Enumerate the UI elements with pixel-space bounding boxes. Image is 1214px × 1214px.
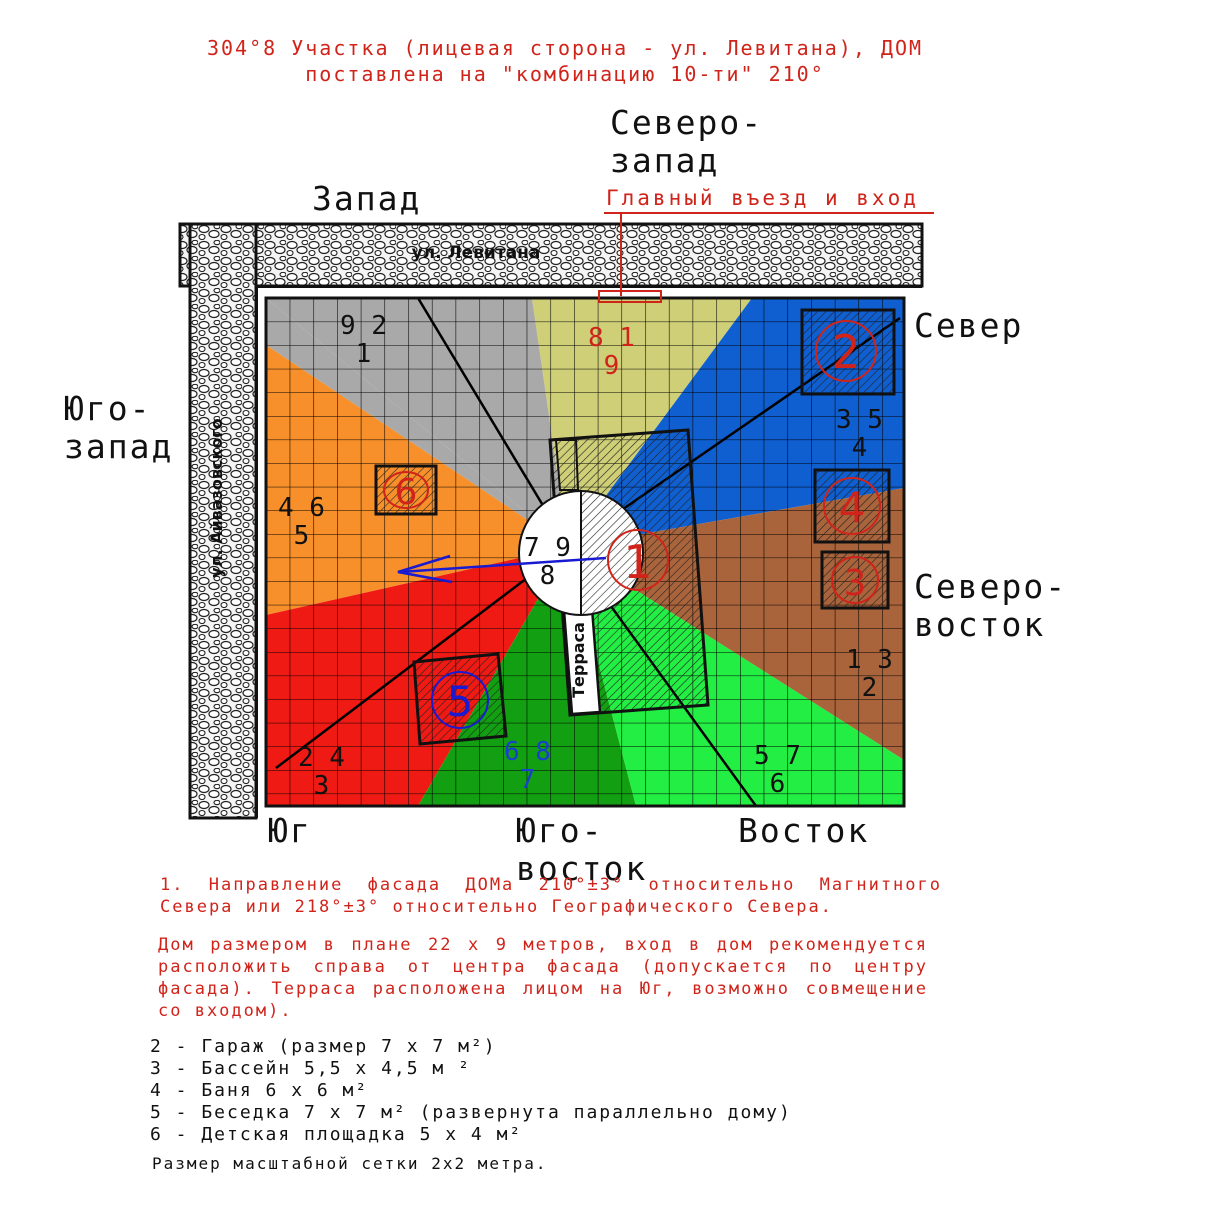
playground: [374, 464, 438, 516]
gazebo: [412, 652, 508, 746]
title-line-1: 304°8 Участка (лицевая сторона - ул. Лев…: [206, 36, 924, 60]
legend-item: 4 - Баня 6 х 6 м²: [150, 1080, 369, 1101]
direction-north: Север: [914, 306, 1024, 345]
sector-number-north-west-gray: 9 2 1: [340, 311, 387, 369]
gazebo-label: 5: [447, 677, 474, 726]
street-left: [188, 222, 258, 820]
street-top: [178, 222, 924, 288]
entrance-marker: [598, 290, 662, 303]
garage: [800, 308, 896, 396]
garage-label: 2: [831, 325, 860, 379]
playground-label: 6: [395, 472, 418, 513]
pool-label: 3: [844, 563, 867, 604]
street-left-label: ул. Айвазовского: [207, 418, 226, 577]
direction-south-west: Юго- запад: [64, 389, 174, 466]
note-2: Дом размером в плане 22 х 9 метров, вход…: [158, 935, 928, 1021]
legend-list: 2 - Гараж (размер 7 х 7 м²) 3 - Бассейн …: [150, 1036, 792, 1146]
terrace-text: Терраса: [569, 622, 588, 698]
house-number-circle: [607, 529, 669, 591]
entrance-label: Главный въезд и вход: [606, 186, 919, 210]
legend-item: 6 - Детская площадка 5 х 4 м²: [150, 1124, 523, 1145]
direction-south-east: Юго- восток: [516, 811, 648, 888]
direction-north-west: Северо- запад: [610, 103, 764, 180]
pool: [820, 550, 890, 610]
direction-west: Запад: [312, 179, 422, 218]
title-line-2: поставлена на "комбинацию 10-ти" 210°: [305, 62, 825, 86]
sector-number-south-red: 2 4 3: [298, 743, 345, 801]
sector-number-west-orange: 4 6 5: [278, 493, 325, 551]
sector-number-north-east-brown: 1 3 2: [846, 645, 893, 703]
note-1: 1. Направление фасада ДОМа 210°±3° относ…: [160, 875, 942, 917]
grid-note: Размер масштабной сетки 2х2 метра.: [152, 1154, 548, 1173]
street-top-label: ул. Левитана: [412, 243, 541, 263]
sector-number-south-east-green: 6 8 7: [504, 737, 551, 795]
legend-item: 3 - Бассейн 5,5 х 4,5 м ²: [150, 1058, 471, 1079]
legend-item: 5 - Беседка 7 х 7 м² (развернута паралле…: [150, 1102, 792, 1123]
sector-number-north-blue: 3 5 4: [836, 405, 883, 463]
bath-label: 4: [839, 483, 866, 532]
sector-number-north-yellow: 8 1 9: [588, 323, 635, 381]
sector-number-east-lightgreen: 5 7 6: [754, 741, 801, 799]
facade-arrow: [397, 554, 607, 584]
bath: [813, 468, 891, 544]
sector-number-center: 7 9 8: [524, 533, 571, 591]
direction-east: Восток: [738, 811, 870, 850]
legend-item: 2 - Гараж (размер 7 х 7 м²): [150, 1036, 497, 1057]
house-label: 1: [623, 535, 652, 589]
direction-north-east: Северо- восток: [914, 567, 1068, 644]
direction-south: Юг: [268, 811, 312, 850]
sector-numbers: 9 2 1 8 1 9 3 5 4 4 6 5 7 9 8 1 3 2 2 4 3 6 8 7…: [278, 311, 893, 801]
